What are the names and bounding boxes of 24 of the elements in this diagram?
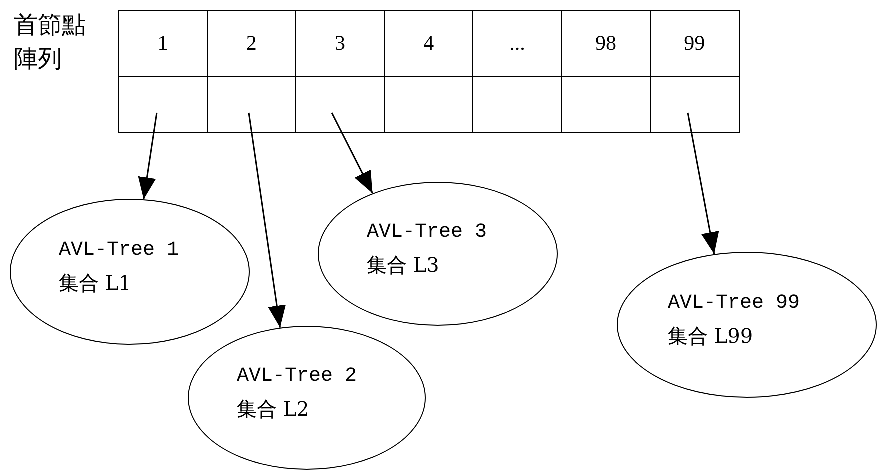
table-cell (384, 76, 474, 132)
set-name: 集合 L99 (668, 324, 754, 348)
tree-name: AVL-Tree 3 (367, 221, 488, 245)
table-cell (118, 76, 208, 132)
table-cell (650, 76, 740, 132)
table-cell (206, 76, 297, 132)
tree-name: AVL-Tree 99 (668, 292, 800, 316)
table-cell (295, 76, 386, 132)
table-cell: ... (472, 10, 562, 78)
set-name: 集合 L3 (367, 253, 440, 277)
table-cell (472, 76, 562, 132)
set-name: 集合 L2 (237, 397, 310, 421)
arrow (138, 112, 158, 200)
tree-name: AVL-Tree 1 (59, 239, 180, 263)
arrow (331, 112, 374, 194)
table-cell (561, 76, 652, 132)
arrow (248, 112, 286, 328)
set-name: 集合 L1 (59, 271, 132, 295)
table-cell: 99 (650, 10, 740, 78)
table-cell: 3 (295, 10, 386, 78)
table-cell: 1 (118, 10, 208, 78)
arrow (687, 112, 720, 254)
array-label: 首節點陣列 (14, 10, 87, 75)
tree-name: AVL-Tree 2 (237, 365, 358, 389)
